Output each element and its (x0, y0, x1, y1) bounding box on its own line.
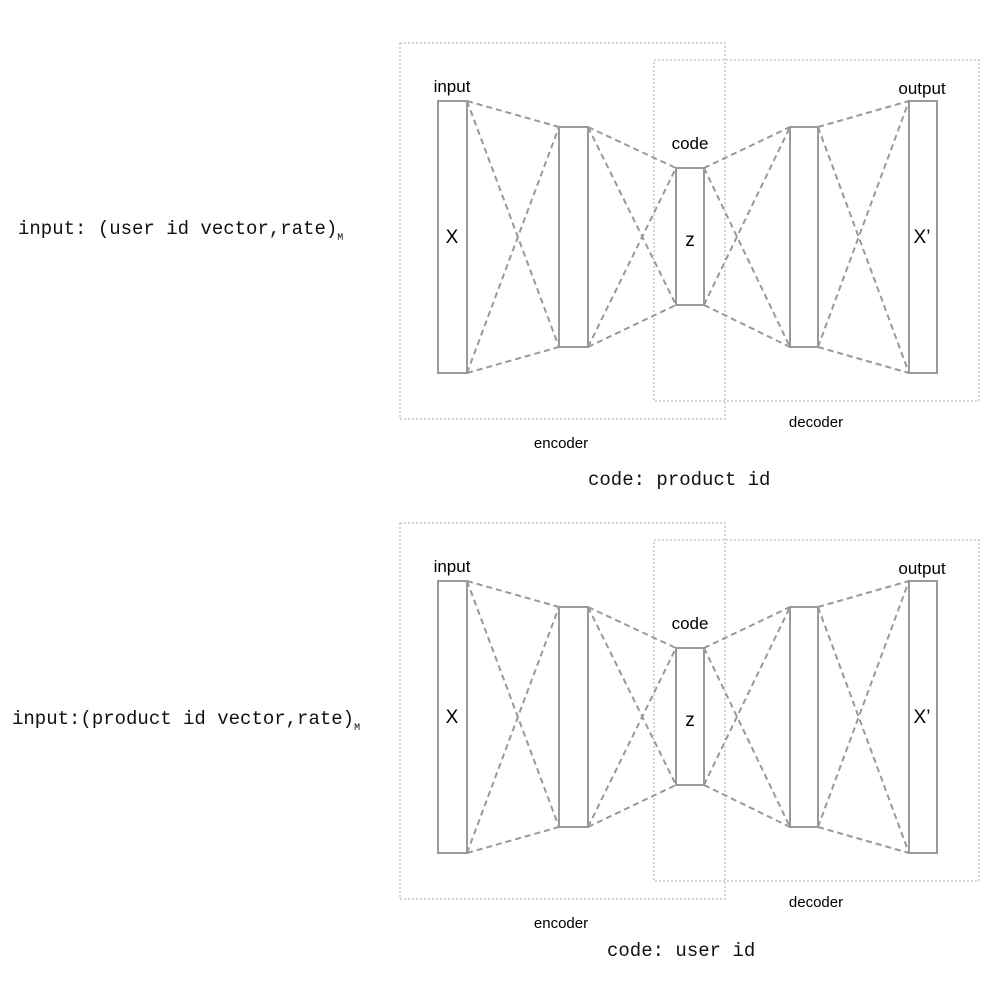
output-layer (908, 580, 938, 854)
encoder-box (399, 42, 726, 420)
code-symbol: z (685, 230, 695, 251)
input-layer (437, 100, 468, 374)
hidden-layer-encoder (558, 606, 589, 828)
connections (466, 100, 910, 374)
side-label-text: input: (user id vector,rate) (18, 218, 338, 240)
connections (466, 580, 910, 854)
output-label: output (898, 559, 946, 578)
hidden-layer-encoder (558, 126, 589, 348)
code-caption-2: code: user id (607, 940, 756, 962)
encoder-label: encoder (534, 435, 588, 452)
decoder-label: decoder (789, 414, 843, 431)
decoder-box (653, 59, 980, 402)
code-label: code (672, 134, 709, 153)
decoder-label: decoder (789, 894, 843, 911)
code-caption-1: code: product id (588, 469, 771, 491)
input-symbol: X (446, 707, 459, 728)
side-label-text: input:(product id vector,rate) (12, 708, 355, 730)
side-label-1: input: (user id vector,rate)M (18, 218, 343, 244)
code-label: code (672, 614, 709, 633)
code-layer (675, 647, 705, 786)
output-layer (908, 100, 938, 374)
output-label: output (898, 79, 946, 98)
output-symbol: X’ (914, 227, 931, 248)
autoencoder-diagram-2: input code output X z X’ encoder decoder (399, 522, 980, 932)
input-label: input (434, 77, 471, 96)
decoder-box (653, 539, 980, 882)
autoencoder-diagram-1: input code output X z X’ encoder decoder (399, 42, 980, 452)
side-label-subscript: M (337, 233, 344, 244)
code-layer (675, 167, 705, 306)
side-label-2: input:(product id vector,rate)M (12, 708, 360, 734)
hidden-layer-decoder (789, 606, 819, 828)
side-label-subscript: M (354, 723, 361, 734)
encoder-label: encoder (534, 915, 588, 932)
code-symbol: z (685, 710, 695, 731)
input-symbol: X (446, 227, 459, 248)
output-symbol: X’ (914, 707, 931, 728)
input-label: input (434, 557, 471, 576)
input-layer (437, 580, 468, 854)
hidden-layer-decoder (789, 126, 819, 348)
encoder-box (399, 522, 726, 900)
